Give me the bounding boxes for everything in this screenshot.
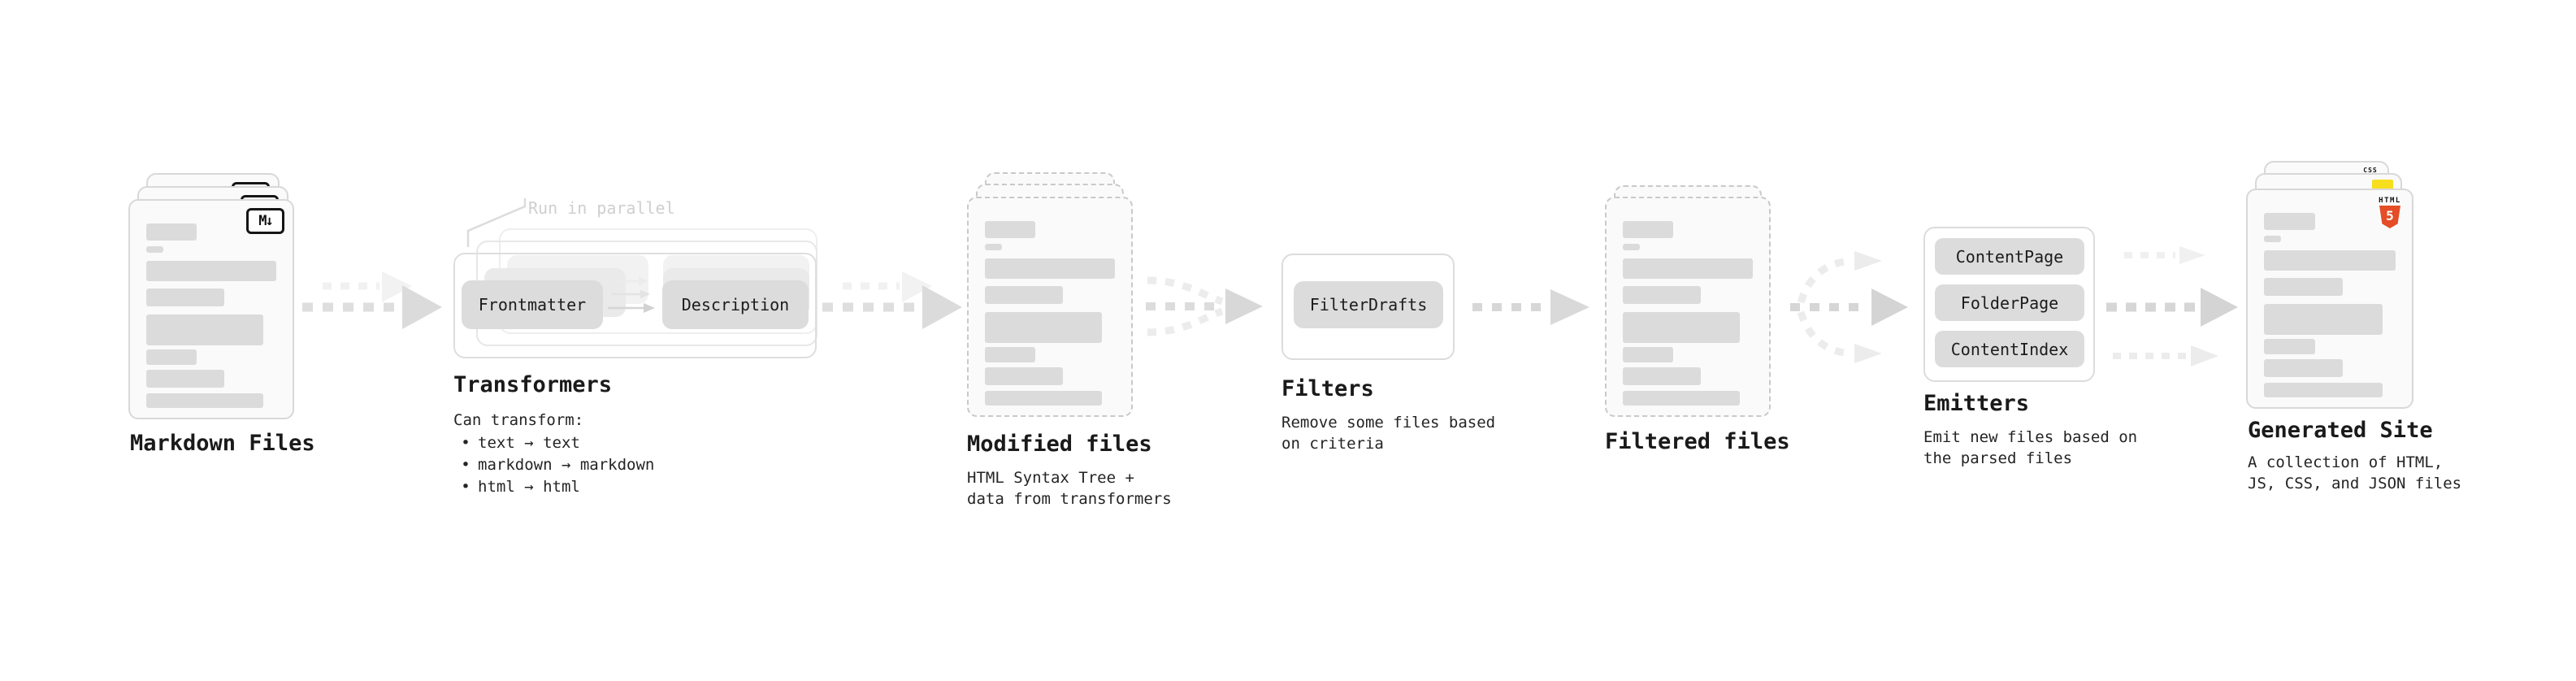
- skeleton-bar: [146, 246, 163, 253]
- list-item-text: markdown → markdown: [478, 456, 655, 474]
- filters-desc: Remove some files based on criteria: [1281, 414, 1496, 453]
- list-item: • text → text: [453, 432, 654, 454]
- bullet-icon: •: [461, 434, 471, 452]
- skeleton-bar: [146, 370, 224, 388]
- skeleton-bar: [985, 244, 1002, 250]
- folderpage-emitter-chip: FolderPage: [1935, 284, 2084, 321]
- skeleton-bar: [985, 367, 1063, 385]
- modified-files-label: Modified files: [967, 432, 1152, 457]
- transformers-label: Transformers: [453, 372, 613, 397]
- skeleton-bar: [146, 349, 197, 365]
- skeleton-bar: [985, 221, 1036, 238]
- document-skeleton: [130, 201, 293, 408]
- arrow-modified-to-filters: [1146, 276, 1263, 336]
- skeleton-bar: [985, 391, 1102, 406]
- skeleton-bar: [985, 258, 1115, 279]
- html5-icon-shield: 5: [2379, 206, 2400, 228]
- skeleton-bar: [2264, 236, 2282, 242]
- frontmatter-transformer-chip: Frontmatter: [462, 280, 603, 329]
- list-item: • markdown → markdown: [453, 454, 654, 476]
- filtered-files-stack: [1605, 185, 1776, 421]
- list-item-text: html → html: [478, 478, 580, 496]
- html5-icon-text: HTML: [2379, 197, 2401, 205]
- skeleton-bar: [2264, 359, 2344, 377]
- css-icon-text: CSS: [2363, 167, 2378, 174]
- contentindex-emitter-chip: ContentIndex: [1935, 331, 2084, 367]
- list-item-text: text → text: [478, 434, 580, 452]
- note-connector-line: [466, 198, 527, 247]
- list-item: • html → html: [453, 476, 654, 498]
- file-card: [967, 197, 1133, 417]
- transformers-desc-title: Can transform:: [453, 411, 584, 429]
- arrow-markdown-to-transformers: [302, 271, 442, 329]
- parallel-flow-arrows-icon: [608, 276, 655, 313]
- arrow-filters-to-filtered: [1472, 289, 1589, 325]
- emitters-label: Emitters: [1923, 391, 2030, 416]
- skeleton-bar: [1623, 347, 1674, 362]
- transformer-box: [453, 253, 817, 358]
- document-skeleton: [969, 198, 1131, 406]
- transformers-desc-list: • text → text • markdown → markdown • ht…: [453, 432, 654, 498]
- emitters-desc: Emit new files based on the parsed files: [1923, 428, 2138, 467]
- filters-label: Filters: [1281, 376, 1374, 401]
- skeleton-bar: [2264, 278, 2344, 296]
- skeleton-bar: [146, 261, 276, 281]
- skeleton-bar: [2264, 339, 2316, 354]
- document-skeleton: [1607, 198, 1769, 406]
- arrows-emitters-to-site: [2106, 246, 2238, 367]
- filtered-files-label: Filtered files: [1605, 429, 1790, 454]
- filters-box: [1281, 254, 1455, 360]
- run-in-parallel-note: Run in parallel: [528, 198, 675, 218]
- filterdrafts-chip: FilterDrafts: [1294, 281, 1443, 328]
- markdown-files-stack: M↓ M↓ M↓: [128, 173, 299, 421]
- skeleton-bar: [146, 288, 224, 306]
- bullet-icon: •: [461, 456, 471, 474]
- skeleton-bar: [146, 393, 263, 408]
- generated-site-desc: A collection of HTML, JS, CSS, and JSON …: [2248, 453, 2462, 492]
- modified-files-desc: HTML Syntax Tree + data from transformer…: [967, 469, 1172, 508]
- skeleton-bar: [1623, 286, 1701, 304]
- skeleton-bar: [985, 312, 1102, 343]
- arrow-filtered-to-emitters: [1790, 251, 1908, 363]
- skeleton-bar: [985, 286, 1063, 304]
- skeleton-bar: [2264, 383, 2383, 397]
- skeleton-bar: [1623, 367, 1701, 385]
- bullet-icon: •: [461, 478, 471, 496]
- generated-site-label: Generated Site: [2248, 418, 2433, 443]
- skeleton-bar: [146, 223, 197, 241]
- html5-icon: HTML 5: [2377, 197, 2403, 228]
- file-card: HTML 5: [2246, 189, 2413, 409]
- skeleton-bar: [1623, 312, 1740, 343]
- skeleton-bar: [2264, 213, 2316, 230]
- description-transformer-chip: Description: [662, 280, 809, 329]
- arrow-transformers-to-modified: [822, 271, 962, 329]
- skeleton-bar: [146, 314, 263, 345]
- modified-files-stack: [967, 172, 1138, 420]
- skeleton-bar: [1623, 391, 1740, 406]
- skeleton-bar: [1623, 258, 1753, 279]
- file-card: M↓: [128, 199, 294, 419]
- markdown-files-label: Markdown Files: [130, 431, 315, 456]
- contentpage-emitter-chip: ContentPage: [1935, 238, 2084, 275]
- skeleton-bar: [1623, 244, 1640, 250]
- file-card: [1605, 197, 1771, 417]
- document-skeleton: [2248, 190, 2412, 397]
- emitters-box: [1923, 227, 2095, 382]
- generated-site-stack: CSS HTML 5: [2246, 161, 2418, 410]
- skeleton-bar: [985, 347, 1036, 362]
- skeleton-bar: [2264, 304, 2383, 335]
- markdown-icon: M↓: [246, 208, 284, 234]
- skeleton-bar: [1623, 221, 1674, 238]
- skeleton-bar: [2264, 250, 2396, 271]
